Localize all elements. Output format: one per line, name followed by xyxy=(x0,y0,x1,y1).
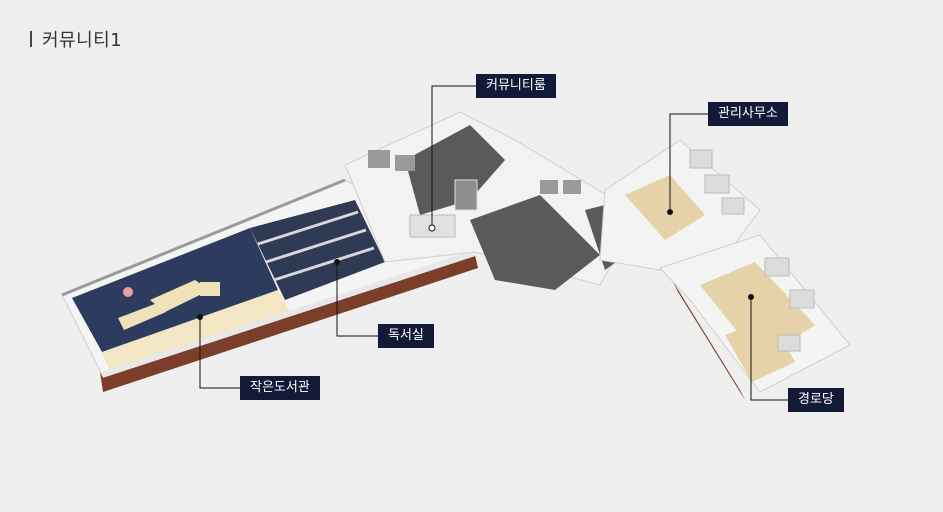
management-office-leader xyxy=(669,113,708,212)
callout-community-room: 커뮤니티룸 xyxy=(476,74,556,98)
management-office-floor xyxy=(625,175,705,240)
small-library-dot xyxy=(197,314,203,320)
community-room-dot xyxy=(428,224,436,232)
community-room-floor xyxy=(405,125,505,215)
library-wing-top-wall xyxy=(61,178,346,297)
library-counter xyxy=(150,280,210,312)
page-title-text: 커뮤니티1 xyxy=(42,30,123,51)
library-stool xyxy=(123,287,133,297)
small-library-leader xyxy=(199,317,240,389)
library-lower-wood-floor xyxy=(102,290,290,372)
reading-room-leader xyxy=(336,262,378,337)
reading-desks xyxy=(257,210,375,282)
callout-management-office: 관리사무소 xyxy=(708,102,788,126)
callout-leader-lines xyxy=(199,85,788,401)
senior-center-brick-base xyxy=(672,280,745,400)
management-office-dot xyxy=(667,209,673,215)
library-brick-base xyxy=(100,255,478,392)
callout-dots xyxy=(197,209,754,320)
callout-small-library: 작은도서관 xyxy=(240,376,320,400)
senior-center-lower-floor xyxy=(725,318,795,382)
reading-room-dot xyxy=(334,259,340,265)
title-bar-divider xyxy=(30,31,32,47)
callout-reading-room: 독서실 xyxy=(378,324,434,348)
library-desk xyxy=(200,282,220,296)
community-elevator xyxy=(454,179,478,211)
page-title: 커뮤니티1 xyxy=(30,26,122,52)
office-rooms xyxy=(689,149,745,215)
senior-center-leader xyxy=(750,297,788,401)
library-wing-front-wall xyxy=(101,249,479,378)
callout-senior-center: 경로당 xyxy=(788,388,844,412)
senior-center-rooms xyxy=(764,257,815,352)
community-room-leader xyxy=(431,85,476,228)
senior-center-dot xyxy=(748,294,754,300)
reading-room-floor xyxy=(250,200,385,300)
library-shelf xyxy=(118,302,166,330)
community-hall-floor xyxy=(470,195,600,290)
community-restrooms xyxy=(368,150,581,194)
